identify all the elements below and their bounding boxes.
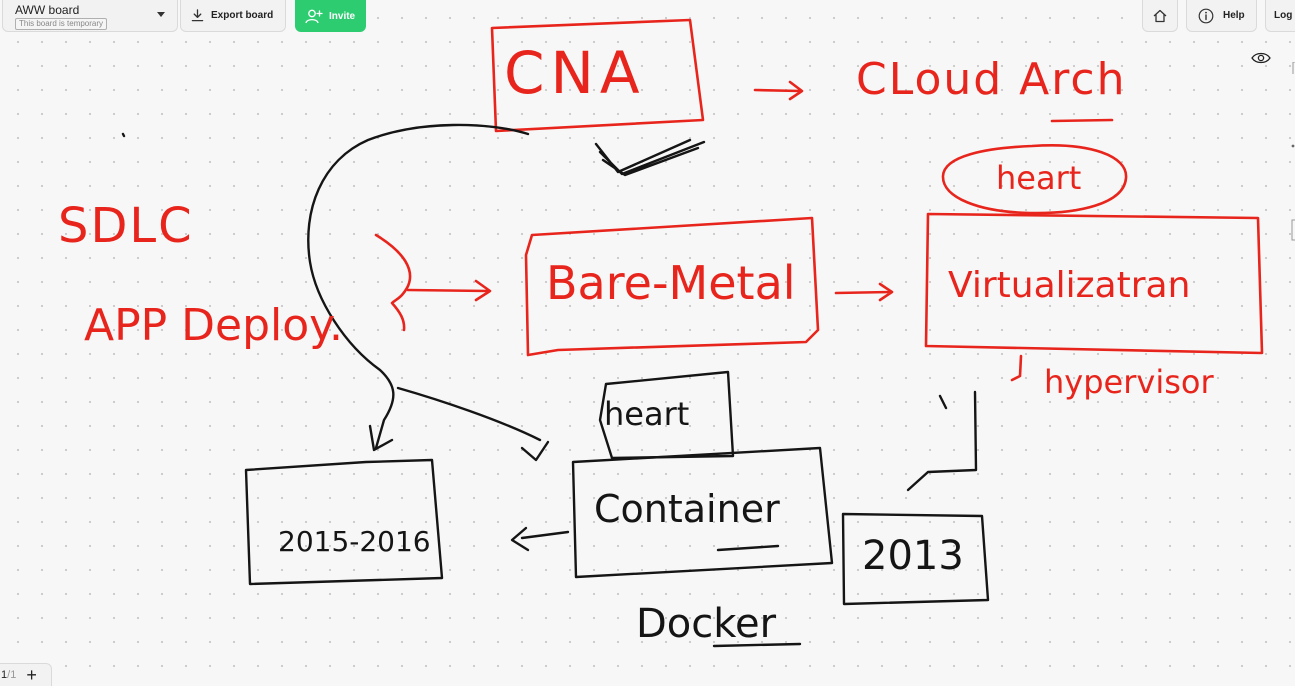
label-heart-container: heart	[604, 395, 690, 433]
chevron-down-icon[interactable]	[157, 12, 165, 17]
label-docker: Docker	[636, 601, 777, 647]
arrow-cna-to-cloud	[753, 80, 804, 101]
page-current: 1	[1, 669, 8, 681]
virtualization-box	[924, 212, 1264, 355]
label-year-right: 2013	[862, 533, 964, 579]
login-button[interactable]: Log I	[1265, 0, 1295, 32]
canvas-dot	[121, 132, 126, 138]
cna-box	[490, 18, 705, 133]
help-button[interactable]: Help	[1186, 0, 1257, 32]
board-menu[interactable]: AWW board This board is temporary	[2, 0, 178, 32]
page-separator: /	[7, 669, 11, 681]
side-panel-handle[interactable]	[1286, 62, 1295, 262]
box-2015-2016	[244, 458, 444, 586]
eye-icon[interactable]	[1250, 50, 1272, 66]
download-icon	[191, 9, 204, 22]
add-page-button[interactable]: +	[26, 665, 37, 685]
label-sdlc: SDLC	[58, 198, 194, 254]
arrow-brace-to-bare-metal	[406, 279, 492, 302]
login-label: Log I	[1274, 10, 1295, 21]
label-container: Container	[594, 487, 780, 531]
label-app-deploy: APP Deploy.	[84, 300, 343, 351]
arrow-bare-to-virtual	[834, 282, 894, 302]
label-cloud-arch: CLoud Arch	[856, 54, 1127, 105]
label-bare-metal: Bare-Metal	[546, 256, 796, 310]
hypervisor-hook	[1010, 354, 1023, 382]
help-label: Help	[1223, 10, 1245, 21]
info-icon	[1198, 8, 1214, 23]
box-2013	[841, 512, 990, 606]
arrow-container-to-left	[510, 526, 570, 552]
label-cna: CNA	[504, 39, 646, 107]
invite-button[interactable]: Invite	[295, 0, 366, 32]
curve-virtual-to-2013	[906, 390, 978, 492]
curve-to-container	[396, 386, 542, 442]
curve-cna-to-left	[307, 123, 530, 450]
export-board-button[interactable]: Export board	[180, 0, 286, 32]
box-container	[571, 446, 834, 579]
board-title: AWW board	[15, 3, 80, 17]
label-virtualization: Virtualizatran	[948, 265, 1191, 306]
heart-ellipse	[941, 144, 1128, 215]
container-underline	[716, 544, 780, 552]
home-button[interactable]	[1142, 0, 1178, 32]
page-controls: 1 / 1 +	[0, 663, 52, 686]
docker-underline	[712, 642, 802, 648]
label-heart-top: heart	[996, 159, 1082, 197]
page-total: 1	[10, 669, 17, 681]
invite-label: Invite	[329, 10, 356, 22]
arrowhead-container	[520, 440, 550, 462]
sdlc-brace	[374, 233, 412, 332]
temporary-badge: This board is temporary	[15, 18, 108, 30]
cna-checkmark-strokes	[594, 138, 706, 177]
home-icon	[1153, 9, 1167, 22]
cloud-arch-underline	[1050, 118, 1114, 123]
arrowhead-left-box	[368, 424, 394, 452]
label-hypervisor: hypervisor	[1044, 363, 1214, 401]
bare-metal-box	[524, 216, 820, 357]
add-user-icon	[305, 9, 323, 23]
export-board-label: Export board	[211, 10, 274, 21]
label-year-left: 2015-2016	[278, 525, 431, 558]
